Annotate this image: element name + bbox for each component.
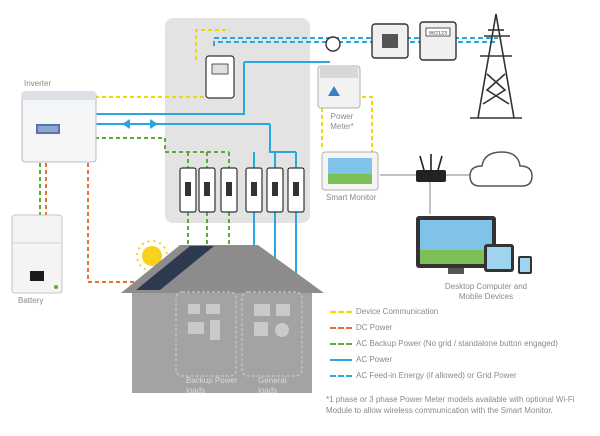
- legend-label: AC Feed-in Energy (if allowed) or Grid P…: [356, 371, 517, 380]
- legend-swatch: [330, 343, 352, 345]
- general-loads-label: General loads: [258, 376, 287, 395]
- legend-item: AC Backup Power (No grid / standalone bu…: [330, 338, 598, 354]
- battery-label: Battery: [18, 296, 44, 305]
- inverter-icon: [21, 91, 97, 163]
- battery-icon: [11, 214, 63, 294]
- legend-swatch: [330, 359, 352, 361]
- legend-swatch: [330, 311, 352, 313]
- meter-display: 062123: [429, 31, 447, 37]
- footnote: *1 phase or 3 phase Power Meter models a…: [326, 395, 575, 415]
- dc-wiring: [45, 163, 150, 283]
- legend-label: DC Power: [356, 323, 393, 332]
- transmission-tower-icon: [470, 13, 522, 119]
- grid-breaker-icon: [371, 23, 409, 59]
- power-meter-icon: [317, 65, 361, 109]
- legend-label: AC Backup Power (No grid / standalone bu…: [356, 339, 558, 348]
- router-icon: [416, 154, 446, 182]
- ct-clamp-icon: [325, 36, 341, 52]
- desktop-devices-icon: [416, 216, 532, 274]
- legend: Device Communication DC Power AC Backup …: [330, 306, 598, 386]
- main-switch-icon: [205, 55, 235, 99]
- appliance-icons: [188, 304, 290, 340]
- legend-swatch: [330, 375, 352, 377]
- backup-loads-label: Backup Power loads: [186, 376, 238, 395]
- legend-swatch: [330, 327, 352, 329]
- smart-monitor-icon: [321, 151, 379, 191]
- flow-arrows: [122, 119, 158, 129]
- legend-item: Device Communication: [330, 306, 598, 322]
- legend-item: AC Feed-in Energy (if allowed) or Grid P…: [330, 370, 598, 386]
- legend-item: AC Power: [330, 354, 598, 370]
- breaker-toggles: [185, 182, 299, 196]
- desktop-label: Desktop Computer and Mobile Devices: [444, 282, 528, 301]
- cloud-icon: [469, 151, 533, 187]
- load-groups: [175, 291, 303, 377]
- house-icon: [121, 245, 324, 393]
- legend-item: DC Power: [330, 322, 598, 338]
- inverter-label: Inverter: [24, 79, 52, 88]
- legend-label: AC Power: [356, 355, 393, 364]
- utility-meter-icon: [419, 21, 457, 61]
- communication-wiring: [95, 29, 373, 161]
- power-meter-label: Power Meter*: [330, 112, 354, 131]
- legend-label: Device Communication: [356, 307, 439, 316]
- smart-monitor-label: Smart Monitor: [326, 193, 377, 202]
